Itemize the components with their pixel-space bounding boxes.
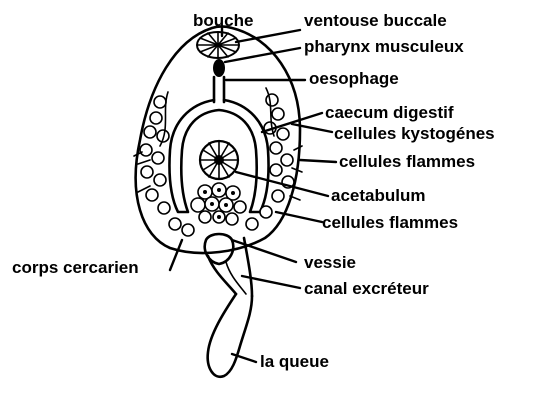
label-cellules-kystogenes: cellules kystogénes — [334, 124, 495, 143]
left-gland-cells — [140, 96, 194, 236]
tail-stem — [208, 238, 252, 296]
tail — [208, 294, 252, 377]
label-canal-excreteur: canal excréteur — [304, 279, 429, 298]
oesophagus — [214, 77, 224, 102]
germ-cells — [191, 183, 246, 225]
label-cellules-flammes-lower: cellules flammes — [322, 213, 458, 232]
label-la-queue: la queue — [260, 352, 329, 371]
label-acetabulum: acetabulum — [331, 186, 425, 205]
label-cellules-flammes-upper: cellules flammes — [339, 152, 475, 171]
label-caecum-digestif: caecum digestif — [325, 103, 454, 122]
label-pharynx-musculeux: pharynx musculeux — [304, 37, 464, 56]
excretory-canal — [226, 262, 246, 294]
label-ventouse-buccale: ventouse buccale — [304, 11, 447, 30]
label-oesophage: oesophage — [309, 69, 399, 88]
label-corps-cercarien: corps cercarien — [12, 258, 139, 277]
acetabulum-center — [214, 155, 224, 165]
label-bouche: bouche — [193, 11, 253, 30]
pharynx — [213, 59, 225, 77]
label-vessie: vessie — [304, 253, 356, 272]
